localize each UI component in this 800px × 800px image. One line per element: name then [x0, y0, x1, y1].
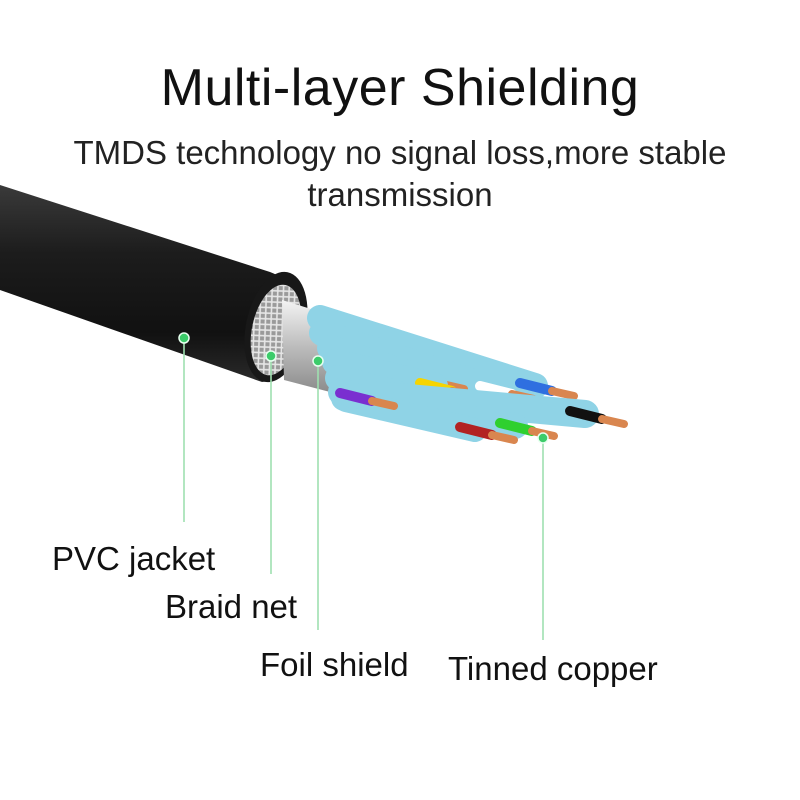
copper-tip: [488, 431, 518, 444]
wire-insulation: [335, 388, 377, 406]
leader-tinned-copper-dot: [537, 432, 549, 444]
label-tinned-copper: Tinned copper: [448, 650, 658, 687]
label-braid-net: Braid net: [165, 588, 298, 625]
wire-insulation: [455, 422, 497, 440]
page-title: Multi-layer Shielding: [160, 59, 640, 117]
leader-pvc-jacket-dot: [178, 332, 190, 344]
label-foil-shield: Foil shield: [260, 646, 409, 683]
copper-tip: [368, 397, 398, 410]
leader-braid-net-dot: [265, 350, 277, 362]
page-subtitle: TMDS technology no signal loss,more stab…: [73, 134, 727, 213]
wire-insulation: [565, 406, 607, 424]
wire-insulation: [515, 378, 557, 396]
leader-lines: [178, 332, 549, 640]
wire-insulation: [475, 381, 517, 399]
copper-tip: [548, 387, 578, 400]
label-pvc-jacket: PVC jacket: [52, 540, 216, 577]
copper-tip: [598, 415, 628, 428]
wire-insulation: [495, 418, 537, 436]
wire-bundle: [307, 305, 628, 444]
leader-foil-shield-dot: [312, 355, 324, 367]
pvc-jacket-shape: [0, 185, 301, 382]
foil-wrap: [307, 305, 548, 399]
